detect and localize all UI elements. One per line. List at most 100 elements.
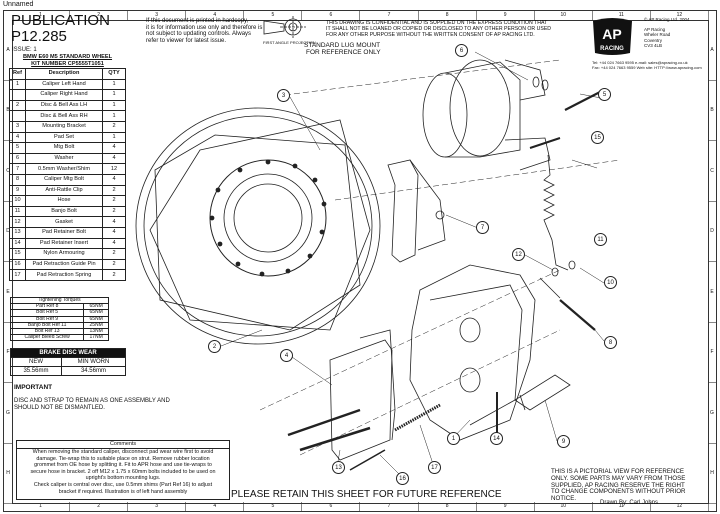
mounting-bracket-illustration — [387, 159, 446, 263]
ruler-mark: H — [708, 444, 716, 504]
part-description: Mounting Bracket — [25, 120, 103, 133]
ruler-mark: D — [4, 202, 12, 262]
comments-body: When removing the standard caliper, disc… — [17, 449, 229, 495]
comments-line: Check caliper is central over disc, use … — [33, 481, 213, 488]
confidential-line: IT SHALL NOT BE LOANED OR COPIED OR DISC… — [326, 26, 552, 33]
part-ref: 9 — [9, 184, 26, 197]
part-qty: 4 — [102, 173, 126, 186]
disclaimer-line: TO CHANGE COMPONENTS WITHOUT PRIOR — [551, 488, 686, 496]
ruler-mark: 2 — [70, 502, 129, 511]
ruler-mark: A — [708, 20, 716, 81]
part-ref: 4 — [9, 131, 26, 144]
part-description: Banjo Bolt — [25, 205, 103, 218]
first-angle-projection-symbol — [263, 16, 306, 38]
confidential-notice: THIS DRAWING IS CONFIDENTIAL AND IS SUPP… — [326, 20, 551, 39]
part-description: Pad Retraction Guide Pin — [25, 258, 103, 271]
projection-label: FIRST ANGLE PROJECTION — [263, 40, 316, 45]
ruler-mark: A — [4, 20, 12, 81]
disclaimer-line: SUPPLIED, AP RACING RESERVE THE RIGHT — [551, 481, 685, 489]
callout-13: 13 — [332, 461, 345, 474]
part-description: Pad Retainer Bolt — [25, 226, 103, 239]
comments-line: bracket if required. Illustration is of … — [58, 488, 188, 495]
kit-title-line-1: BMW E60 M5 STANDARD WHEEL — [22, 54, 113, 60]
ruler-mark: E — [708, 262, 716, 323]
ruler-mark: 1 — [12, 11, 71, 20]
washers-illustration — [435, 76, 576, 277]
company-contact: Tel: +44 024 7663 9595 e-mail: sales@apr… — [592, 60, 702, 70]
disc-wear-new-value: 35.56mm — [10, 366, 62, 376]
company-address: © AP Racing Ltd. 2004 AP Racing Wheler R… — [644, 17, 690, 49]
drawn-by: Drawn By: Carl Johns — [600, 500, 659, 506]
comments-line: upright's bottom mounting lugs. — [85, 475, 161, 482]
ruler-mark: 2 — [70, 11, 129, 20]
ruler-mark: 6 — [302, 502, 361, 511]
comments-line: grommet from OE hose by splitting it. Fi… — [34, 462, 212, 469]
part-ref: 1 — [9, 78, 26, 91]
part-description: Disc & Bell Ass LH — [25, 99, 103, 112]
ap-racing-logo: AP RACING — [593, 18, 632, 55]
publication-number: P12.285 — [11, 28, 67, 45]
part-ref: 6 — [9, 152, 26, 165]
ruler-mark: 5 — [244, 11, 303, 20]
lug-mount-line: STANDARD LUG MOUNT — [304, 42, 381, 49]
ruler-mark: H — [4, 444, 12, 504]
col-header-ref: Ref — [9, 68, 26, 80]
ruler-mark: 7 — [360, 11, 419, 20]
part-description: Caliper Right Hand — [25, 89, 103, 101]
part-ref: 3 — [9, 120, 26, 133]
part-description: Pad Set — [25, 131, 103, 144]
col-header-qty: QTY — [102, 68, 126, 80]
part-description: Anti-Rattle Clip — [25, 184, 103, 197]
comments-line: secure hose in bracket. 2 off M12 x 1.75… — [30, 468, 216, 475]
important-text: DISC AND STRAP TO REMAIN AS ONE ASSEMBLY… — [14, 398, 170, 411]
ruler-mark: 11 — [593, 11, 651, 20]
kit-title-line-2: KIT NUMBER CP5555T1051 — [31, 61, 104, 67]
ruler-mark: 4 — [186, 502, 245, 511]
disclaimer-line: NOTICE. — [551, 495, 577, 503]
part-qty: 12 — [102, 163, 126, 175]
part-ref: 13 — [9, 226, 26, 239]
part-description: Washer — [25, 152, 103, 165]
brake-disc-illustration — [135, 107, 381, 345]
comments-box: Comments When removing the standard cali… — [16, 440, 230, 500]
part-qty: 1 — [102, 99, 126, 112]
part-ref: 11 — [9, 205, 26, 218]
part-ref: 14 — [9, 237, 26, 250]
disc-wear-min-label: MIN WORN — [60, 357, 127, 367]
ruler-mark: B — [708, 81, 716, 141]
callout-16: 16 — [396, 472, 409, 485]
publication-title: PUBLICATION — [11, 12, 110, 29]
part-ref: 17 — [9, 269, 26, 281]
notice-line: refer to viewer for latest issue. — [146, 37, 227, 44]
callout-7: 7 — [476, 221, 489, 234]
leader-lines — [220, 51, 605, 479]
part-qty: 2 — [102, 248, 126, 260]
ruler-mark: 4 — [186, 11, 245, 20]
torque-part: Caliper Bleed Screw — [9, 334, 85, 342]
ruler-mark: D — [708, 202, 716, 262]
callout-4: 4 — [280, 349, 293, 362]
ruler-mark: 8 — [419, 502, 477, 511]
anti-rattle-clip-illustration — [514, 374, 571, 411]
brake-disc-wear-table: BRAKE DISC WEAR NEW MIN WORN 35.56mm 34.… — [10, 348, 127, 376]
comments-line: When removing the standard caliper, disc… — [32, 449, 214, 455]
notice-line: not subject to updating controls. Always — [146, 31, 252, 37]
copyright-text: © AP Racing Ltd. 2004 — [644, 17, 690, 22]
callout-2: 2 — [208, 340, 221, 353]
